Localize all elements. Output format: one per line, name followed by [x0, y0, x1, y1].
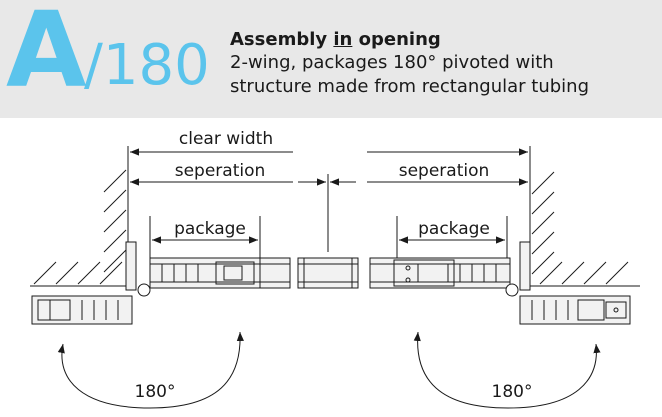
assembly-diagram: clear width seperation seperation packag…	[30, 126, 640, 409]
page-title: Assembly in opening	[230, 29, 441, 50]
subtitle-line-1: 2-wing, packages 180° pivoted with	[230, 52, 554, 73]
left-frame-post	[125, 241, 137, 291]
big-letter: A	[6, 0, 86, 111]
subtitle-line-2: structure made from rectangular tubing	[230, 76, 589, 97]
clear-width-dimension	[127, 146, 531, 174]
angle-left-label: 180°	[135, 382, 176, 402]
separation-dimension	[130, 174, 528, 252]
angle-label: /180	[84, 33, 210, 98]
left-pivot-arc	[57, 331, 244, 409]
separation-right-label: seperation	[399, 161, 490, 181]
right-hinge	[505, 283, 519, 297]
left-package	[149, 257, 291, 289]
package-right-dimension	[396, 216, 508, 258]
left-wall	[30, 169, 129, 287]
left-package-pivoted	[31, 295, 133, 325]
right-pivot-arc	[413, 331, 601, 409]
right-package	[369, 257, 511, 289]
center-panel	[297, 257, 359, 289]
clear-width-label-bg	[164, 126, 288, 148]
separation-left-label: seperation	[175, 161, 266, 181]
package-right-label: package	[418, 219, 490, 239]
right-wall	[529, 171, 640, 287]
clear-width-label: clear width	[179, 129, 273, 149]
left-hinge	[137, 283, 151, 297]
package-left-dimension	[149, 216, 261, 258]
package-left-label: package	[174, 219, 246, 239]
title-emphasis: in	[333, 29, 353, 50]
header-banner: A /180 Assembly in opening 2-wing, packa…	[0, 0, 662, 118]
right-package-pivoted	[519, 295, 631, 325]
right-frame-post	[519, 241, 531, 291]
angle-right-label: 180°	[492, 382, 533, 402]
